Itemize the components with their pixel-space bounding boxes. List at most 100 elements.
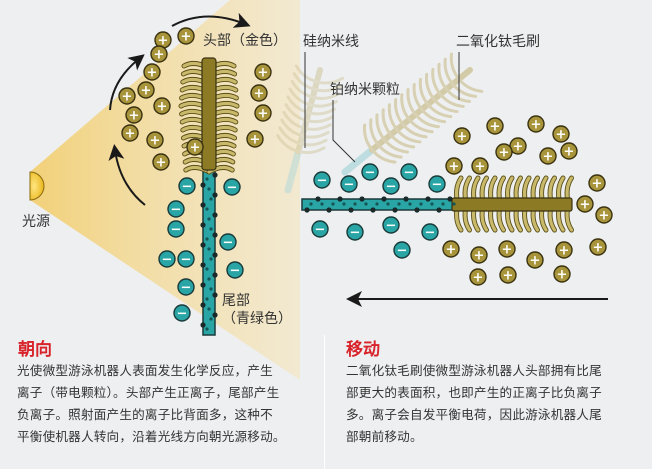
ghost-bristle — [420, 107, 447, 124]
negative-ion: − — [311, 220, 329, 238]
ghost-bristle — [407, 118, 434, 134]
svg-text:−: − — [432, 178, 443, 193]
negative-ion: − — [158, 250, 176, 268]
positive-ion: + — [146, 131, 164, 149]
negative-ion: − — [177, 278, 195, 296]
svg-text:+: + — [593, 241, 604, 256]
svg-text:+: + — [457, 130, 468, 145]
ghost-bristle — [280, 118, 304, 138]
svg-text:−: − — [181, 253, 192, 268]
tail-label-line2: （青绿色） — [222, 311, 292, 327]
positive-ion: + — [246, 130, 264, 148]
robot-vertical — [178, 57, 240, 336]
platinum-particle — [430, 202, 434, 206]
platinum-particle — [326, 207, 332, 213]
ghost-bristle — [438, 92, 465, 109]
svg-text:+: + — [513, 140, 524, 155]
svg-text:+: + — [531, 118, 542, 133]
platinum-particle — [337, 196, 343, 202]
svg-text:−: − — [182, 180, 193, 195]
ghost-bristle — [395, 128, 422, 144]
positive-ion: + — [589, 238, 607, 256]
positive-ion: + — [555, 241, 573, 259]
head-label: 头部（金色） — [203, 33, 287, 49]
ghost-bristle — [313, 84, 343, 93]
platinum-particle — [452, 202, 456, 206]
ghost-bristle — [432, 97, 459, 114]
platinum-particle — [447, 196, 453, 202]
negative-ion: − — [393, 241, 411, 259]
platinum-particle — [207, 217, 211, 221]
negative-ion: − — [167, 200, 185, 218]
positive-ion: + — [254, 63, 272, 81]
positive-ion: + — [150, 45, 168, 63]
positive-ion: + — [152, 153, 170, 171]
svg-text:−: − — [181, 281, 192, 296]
negative-ion: − — [219, 233, 237, 251]
ghost-bristle — [284, 103, 309, 122]
rotation-arrow-left-lower — [108, 144, 146, 206]
svg-text:+: + — [181, 30, 192, 45]
panel-line: 二氧化钛毛刷使微型游泳机器人头部拥有比尾 — [346, 363, 602, 378]
svg-text:+: + — [473, 271, 484, 286]
platinum-particle — [353, 202, 357, 206]
ghost-core — [295, 67, 323, 155]
negative-ion: − — [313, 171, 331, 189]
platinum-particle — [200, 242, 206, 248]
platinum-particle — [315, 196, 321, 202]
platinum-particle — [331, 202, 335, 206]
silicon-nanowire-label: 硅纳米线 — [303, 34, 359, 50]
positive-ion: + — [498, 240, 516, 258]
positive-ion: + — [539, 147, 557, 165]
positive-ion: + — [469, 268, 487, 286]
platinum-particle — [207, 277, 211, 281]
ghost-bristle — [426, 102, 453, 119]
ghost-bristle — [286, 95, 311, 115]
svg-text:+: + — [190, 141, 201, 156]
panel-line: 部更大的表面积，也即产生的正离子比负离子 — [346, 385, 602, 400]
svg-text:−: − — [315, 223, 326, 238]
ghost-bristle — [300, 130, 330, 139]
ghost-bristle — [288, 87, 313, 107]
platinum-particle — [209, 227, 213, 231]
platinum-particle — [209, 257, 213, 261]
panel-line: 平衡使机器人转向，沿着光线方向朝光源移动。 — [17, 429, 286, 444]
svg-text:+: + — [258, 107, 269, 122]
positive-ion: + — [137, 81, 155, 99]
robot-head-core-h — [451, 197, 573, 212]
platinum-particle — [320, 202, 324, 206]
svg-text:+: + — [475, 160, 486, 175]
platinum-particle — [200, 322, 206, 328]
negative-ion: − — [178, 177, 196, 195]
platinum-particle — [364, 202, 368, 206]
svg-text:+: + — [129, 109, 140, 124]
rotation-arrow-top — [171, 12, 251, 28]
panel-line: 多。离子会自发平衡电荷，因此游泳机器人尾 — [346, 407, 602, 422]
svg-text:+: + — [599, 209, 610, 224]
ghost-robot-2 — [341, 52, 484, 176]
ghost-bristle — [362, 123, 374, 152]
platinum-particle — [212, 192, 218, 198]
robot-head-core — [201, 57, 217, 171]
panel-line: 离子（带电颗粒）。头部产生正离子，尾部产生 — [17, 385, 280, 400]
platinum-particle — [212, 212, 218, 218]
platinum-particle — [205, 267, 209, 271]
ghost-bristle — [401, 123, 428, 139]
platinum-particle — [200, 262, 206, 268]
panel-line: 负离子。照射面产生的离子比背面多，这种不 — [17, 407, 273, 422]
rotation-arrow-left-upper — [109, 54, 145, 111]
ghost-bristle — [282, 110, 306, 130]
ghost-bristle — [437, 62, 448, 91]
svg-text:−: − — [223, 236, 234, 251]
svg-text:+: + — [564, 145, 575, 160]
platinum-particle — [386, 202, 390, 206]
negative-ion: − — [177, 250, 195, 268]
platinum-particle — [375, 202, 379, 206]
svg-text:+: + — [250, 133, 261, 148]
robot-horizontal — [301, 175, 574, 233]
svg-text:−: − — [425, 226, 436, 241]
ghost-bristle — [296, 146, 326, 155]
ghost-bristle — [309, 99, 338, 108]
platinum-particle — [370, 207, 376, 213]
svg-text:+: + — [147, 66, 158, 81]
